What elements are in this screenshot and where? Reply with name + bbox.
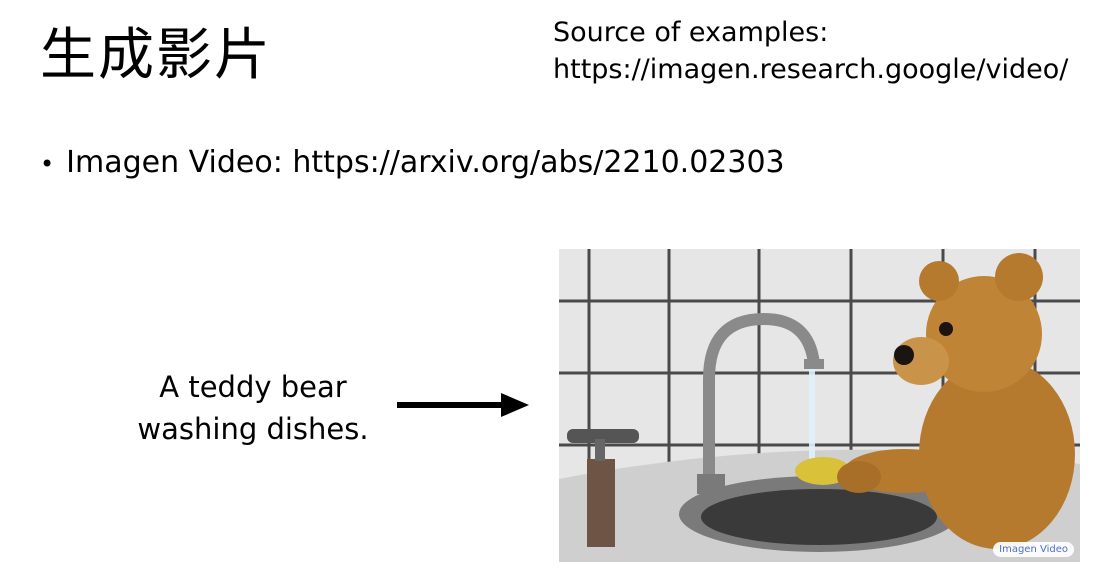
arrow-right-icon <box>397 393 529 417</box>
bullet-text[interactable]: Imagen Video: https://arxiv.org/abs/2210… <box>66 145 785 180</box>
bullet-marker: • <box>40 150 55 178</box>
prompt-line-1: A teddy bear <box>159 370 347 404</box>
prompt-text: A teddy bear washing dishes. <box>128 366 378 450</box>
teddy-bear-video-still <box>559 249 1080 562</box>
source-label: Source of examples: <box>553 17 829 48</box>
source-url[interactable]: https://imagen.research.google/video/ <box>553 54 1069 85</box>
video-frame[interactable]: Imagen Video <box>559 249 1080 562</box>
slide-title: 生成影片 <box>40 23 272 88</box>
bullet-item: • Imagen Video: https://arxiv.org/abs/22… <box>40 142 785 185</box>
prompt-line-2: washing dishes. <box>137 412 369 446</box>
imagen-video-badge: Imagen Video <box>993 542 1074 557</box>
source-credit: Source of examples: https://imagen.resea… <box>553 14 1068 88</box>
